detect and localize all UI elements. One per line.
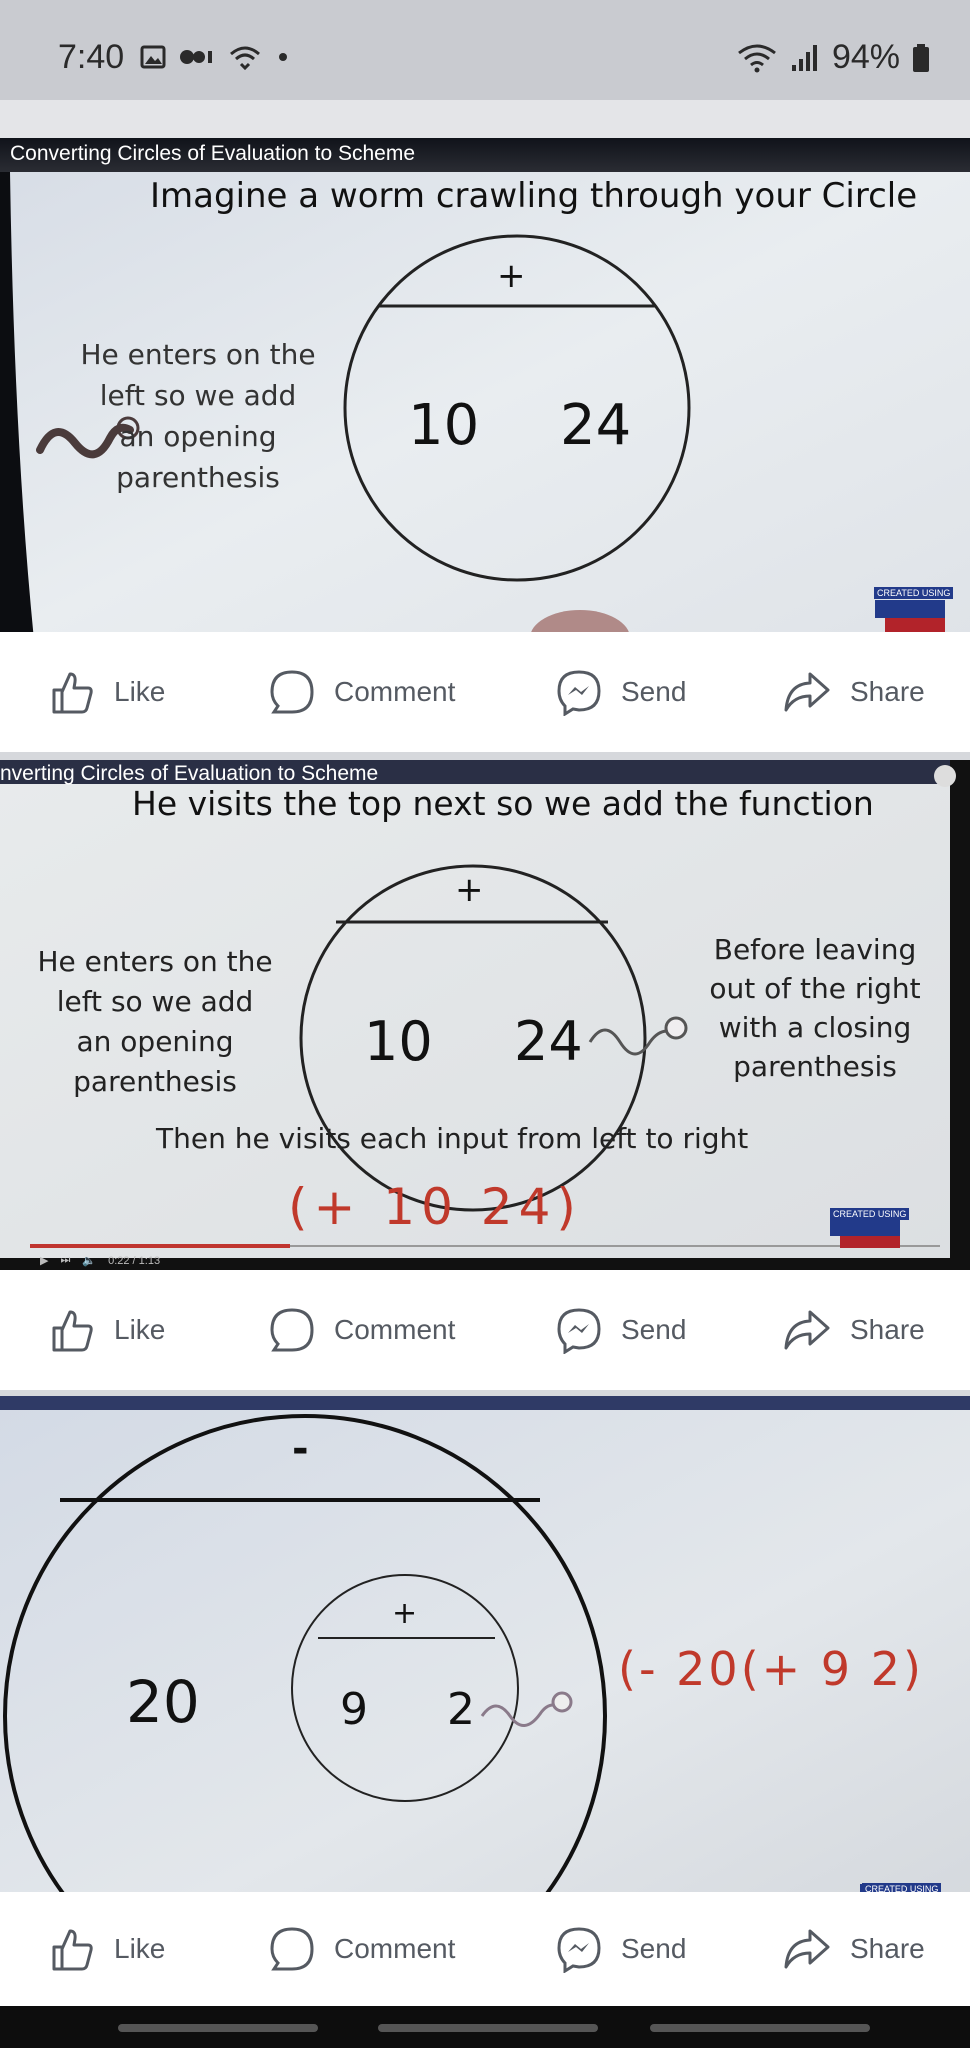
post-1-image[interactable]: Converting Circles of Evaluation to Sche… [0,138,970,640]
nav-back[interactable] [650,2024,870,2032]
like-label: Like [114,1314,166,1345]
circle-of-evaluation [299,864,647,1212]
post-3-image[interactable]: - 20 + 9 2 (- 20(+ 9 2) CREATED USING [0,1396,970,1902]
nav-recents[interactable] [118,2024,318,2032]
created-using-badge: CREATED USING [830,1208,910,1220]
post-2-photo [0,760,970,1278]
circle-right-value: 24 [514,1010,583,1073]
next-icon[interactable]: ⏭ [60,1254,71,1266]
share-icon [784,1929,830,1969]
share-label: Share [850,1314,925,1345]
share-label: Share [850,676,925,707]
like-button[interactable]: Like [48,1892,165,2006]
comment-icon [270,1927,314,1971]
post-3-actions: Like Comment Send Share [0,1892,970,2006]
slide-heading: Imagine a worm crawling through your Cir… [150,176,918,216]
share-label: Share [850,1933,925,1964]
send-button[interactable]: Send [555,632,686,752]
post-2-image[interactable]: nverting Circles of Evaluation to Scheme… [0,760,970,1278]
scheme-expression: (- 20(+ 9 2) [618,1642,924,1696]
post-2-actions: Like Comment Send Share [0,1270,970,1390]
circle-operator: + [497,256,526,296]
left-note: He enters on the left so we add an openi… [37,945,273,1098]
inner-operator: + [392,1596,418,1631]
worm-icon [480,1703,559,1727]
like-label: Like [114,1933,166,1964]
share-button[interactable]: Share [782,1892,925,2006]
post-1-actions: Like Comment Send Share [0,632,970,752]
notification-icons [140,44,290,70]
circle-left-value: 10 [364,1010,433,1073]
send-label: Send [621,1933,687,1964]
circle-right-value: 24 [560,393,632,458]
circle-operator: + [455,870,484,910]
worm-icon [588,1028,673,1056]
comment-button[interactable]: Comment [268,632,455,752]
scheme-expression: (+ 10 24) [288,1178,582,1236]
cast-icon [230,46,260,70]
video-controls: ▶ ⏭ 🔈 0:22 / 1:13 [40,1254,160,1267]
share-icon [784,672,830,712]
thumbs-up-icon [52,1929,93,1971]
send-label: Send [621,676,687,707]
circle-left-value: 10 [408,393,480,458]
post-1-photo [0,138,970,640]
slide-heading: He visits the top next so we add the fun… [132,784,874,823]
comment-button[interactable]: Comment [268,1892,455,2006]
comment-label: Comment [334,1933,456,1964]
created-using-badge: CREATED USING [874,587,954,599]
gallery-icon [140,45,166,69]
send-button[interactable]: Send [555,1270,686,1390]
send-button[interactable]: Send [555,1892,686,2006]
battery-icon [913,43,929,72]
outer-circle [3,1414,607,1902]
like-button[interactable]: Like [48,1270,165,1390]
thumbs-up-icon [52,1310,93,1352]
messenger-icon [557,1927,601,1973]
bottom-note: Then he visits each input from left to r… [156,1122,749,1155]
circle-of-evaluation [343,234,691,582]
messenger-icon [557,1308,601,1354]
share-icon [784,1310,830,1350]
messenger-icon [557,670,601,716]
inner-left-value: 9 [340,1684,368,1735]
comment-label: Comment [334,1314,456,1345]
play-icon[interactable]: ▶ [40,1255,49,1267]
dot-icon [279,53,287,61]
wifi-icon [738,44,776,72]
video-title: nverting Circles of Evaluation to Scheme [0,762,379,785]
outer-left-value: 20 [126,1668,200,1736]
share-button[interactable]: Share [782,632,925,752]
like-button[interactable]: Like [48,632,165,752]
comment-icon [270,1308,314,1352]
nav-home[interactable] [378,2024,598,2032]
post-3-photo [0,1396,970,1902]
volume-icon[interactable]: 🔈 [82,1255,97,1267]
system-navigation-bar [0,2006,970,2048]
left-note: He enters on the left so we add an openi… [80,338,316,494]
comment-label: Comment [334,676,456,707]
inner-circle [291,1574,519,1802]
inner-right-value: 2 [447,1684,475,1735]
post-separator [0,752,970,760]
right-note: Before leaving out of the right with a c… [709,933,921,1083]
media-icon [180,50,212,64]
outer-operator: - [292,1426,309,1472]
status-time: 7:40 [58,38,125,76]
player-time: 0:22 / 1:13 [108,1254,161,1267]
send-label: Send [621,1314,687,1345]
like-label: Like [114,676,166,707]
video-title: Converting Circles of Evaluation to Sche… [10,142,416,165]
signal-icon [791,44,817,71]
thumbs-up-icon [52,672,93,714]
comment-button[interactable]: Comment [268,1270,455,1390]
status-right: 94% [736,38,930,77]
battery-percent: 94% [831,38,900,76]
status-bar: 7:40 94% [0,0,970,100]
share-button[interactable]: Share [782,1270,925,1390]
comment-icon [270,670,314,714]
